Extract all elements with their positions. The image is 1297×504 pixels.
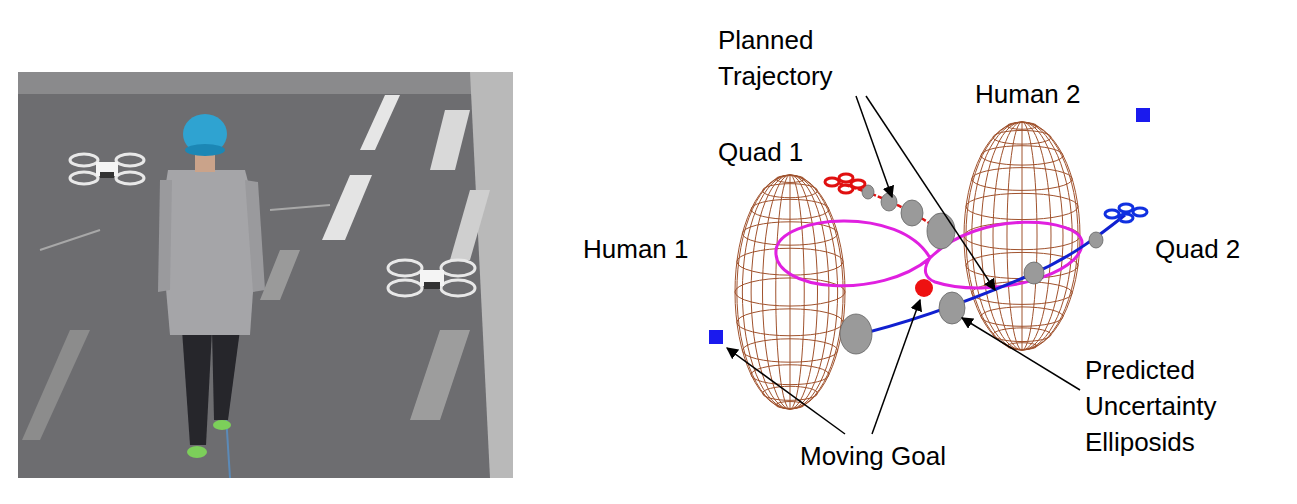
photo bbox=[18, 72, 513, 478]
sunlight bbox=[450, 190, 490, 260]
human-ellipsoid bbox=[964, 122, 1080, 350]
sunlight bbox=[430, 110, 470, 170]
callout-label: Predicted Uncertainty Elliposids bbox=[1085, 352, 1255, 460]
sunlight bbox=[322, 175, 372, 240]
moving-goal bbox=[709, 330, 723, 344]
sunlight bbox=[260, 250, 300, 300]
uncertainty-ellipsoid bbox=[840, 185, 1103, 354]
planned-trajectory bbox=[852, 215, 1125, 336]
diagram-illustration bbox=[709, 96, 1150, 434]
callout-label: Planned Trajectory bbox=[718, 22, 878, 94]
callout-label: Human 2 bbox=[975, 76, 1081, 112]
callout-label: Quad 2 bbox=[1155, 231, 1240, 267]
window-wall bbox=[470, 72, 513, 478]
sunlight bbox=[360, 95, 400, 150]
human-ellipsoid bbox=[735, 175, 845, 409]
floor-mark bbox=[40, 230, 100, 250]
sunlight bbox=[22, 330, 90, 440]
callout-label: Moving Goal bbox=[800, 438, 946, 474]
callout-label: Quad 1 bbox=[718, 134, 803, 170]
drone bbox=[70, 154, 144, 184]
quadrotor bbox=[1105, 204, 1147, 222]
drone bbox=[388, 260, 475, 296]
floor-mark bbox=[270, 205, 330, 210]
person bbox=[158, 114, 265, 458]
moving-goal bbox=[1136, 108, 1150, 122]
wall bbox=[18, 72, 513, 94]
callout-label: Human 1 bbox=[583, 231, 689, 267]
floor bbox=[18, 72, 513, 478]
moving-goal bbox=[915, 279, 933, 297]
quadrotor bbox=[825, 174, 865, 193]
sunlight bbox=[410, 330, 470, 420]
